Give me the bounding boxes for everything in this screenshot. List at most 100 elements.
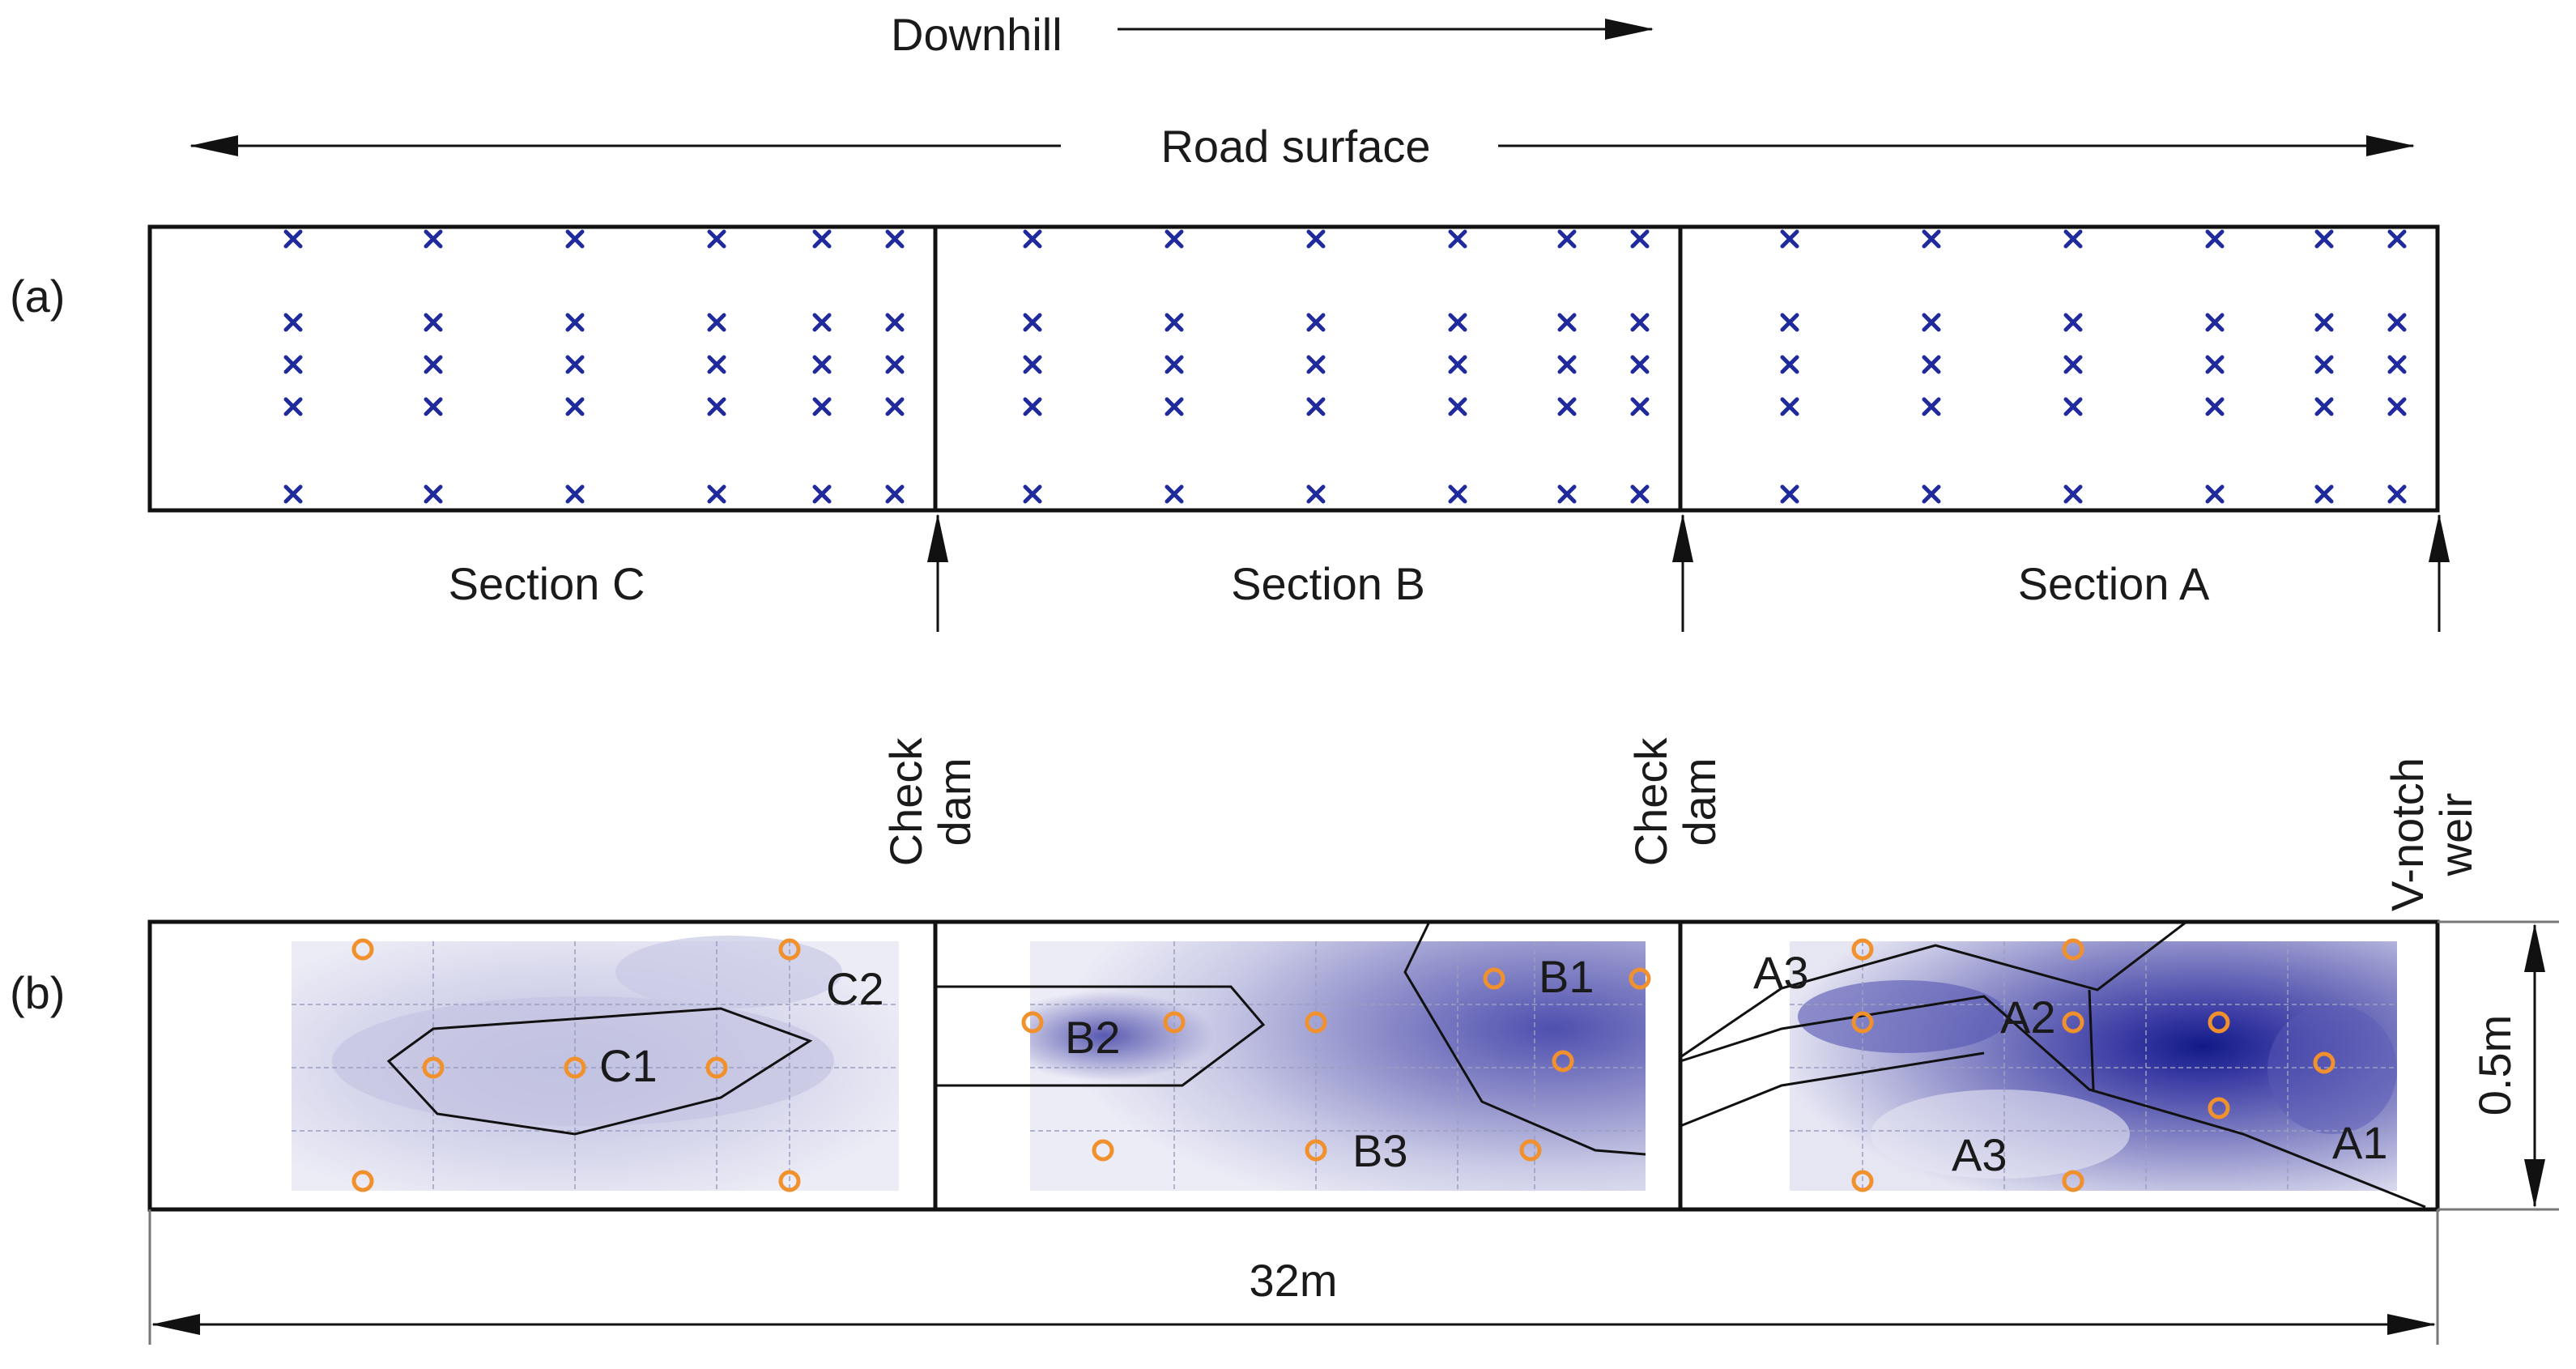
measurement-point xyxy=(1306,397,1326,416)
measurement-point xyxy=(1165,484,1184,504)
measurement-point xyxy=(1165,313,1184,332)
measurement-point xyxy=(707,484,726,504)
sensor-point xyxy=(2208,1011,2230,1034)
measurement-point xyxy=(812,355,832,374)
measurement-point xyxy=(812,484,832,504)
measurement-point xyxy=(1557,484,1577,504)
panel-b-label: (b) xyxy=(10,967,65,1018)
sensor-point xyxy=(778,1170,801,1192)
zone-label-c2: C2 xyxy=(826,963,884,1014)
sensor-point xyxy=(2062,1011,2084,1034)
measurement-point xyxy=(2314,484,2334,504)
measurement-point xyxy=(565,229,585,249)
sensor-point xyxy=(1519,1139,1542,1162)
measurement-point xyxy=(2314,229,2334,249)
measurement-point xyxy=(2387,355,2407,374)
section-b-label: Section B xyxy=(1231,558,1425,609)
measurement-point xyxy=(1630,355,1650,374)
measurement-point xyxy=(565,313,585,332)
measurement-point xyxy=(1023,313,1042,332)
measurement-point xyxy=(1165,397,1184,416)
measurement-point xyxy=(1023,229,1042,249)
measurement-point xyxy=(1306,229,1326,249)
measurement-point xyxy=(2387,484,2407,504)
measurement-point xyxy=(1630,229,1650,249)
measurement-point xyxy=(2063,397,2083,416)
measurement-point xyxy=(1306,313,1326,332)
sensor-point xyxy=(2062,1170,2084,1192)
measurement-point xyxy=(1630,484,1650,504)
measurement-point xyxy=(2387,229,2407,249)
svg-text:Check: Check xyxy=(1625,737,1676,867)
svg-text:0.5m: 0.5m xyxy=(2469,1015,2520,1116)
measurement-point xyxy=(424,313,443,332)
measurement-point xyxy=(283,313,303,332)
sensor-point xyxy=(778,938,801,961)
measurement-point xyxy=(885,313,905,332)
measurement-point xyxy=(1630,397,1650,416)
check-dam-1-label: Check dam xyxy=(880,737,980,867)
sensor-point xyxy=(422,1056,445,1079)
measurement-point xyxy=(1165,229,1184,249)
svg-text:weir: weir xyxy=(2430,793,2481,877)
measurement-point xyxy=(2063,355,2083,374)
measurement-point xyxy=(283,397,303,416)
sensor-point xyxy=(1021,1011,1044,1034)
measurement-point xyxy=(1780,484,1799,504)
measurement-point xyxy=(1557,397,1577,416)
measurement-point xyxy=(565,397,585,416)
measurement-point xyxy=(707,313,726,332)
svg-text:dam: dam xyxy=(929,758,980,847)
measurement-point xyxy=(885,355,905,374)
sensor-point xyxy=(2062,938,2084,961)
measurement-point xyxy=(1448,355,1467,374)
measurement-point xyxy=(707,355,726,374)
measurement-point xyxy=(2205,313,2225,332)
contour-map-c xyxy=(292,936,899,1191)
measurement-point xyxy=(1922,229,1941,249)
measurement-points xyxy=(283,229,2407,504)
measurement-point xyxy=(1023,397,1042,416)
sensor-point xyxy=(351,1170,374,1192)
measurement-point xyxy=(424,484,443,504)
width-label: 0.5m xyxy=(2469,1015,2520,1116)
measurement-point xyxy=(2387,397,2407,416)
panel-b-frame xyxy=(147,919,2440,1212)
zone-label-a1: A1 xyxy=(2332,1117,2388,1168)
weir-label: V-notch weir xyxy=(2382,757,2481,911)
measurement-point xyxy=(1922,397,1941,416)
measurement-point xyxy=(1306,484,1326,504)
sensor-point xyxy=(2208,1097,2230,1120)
measurement-point xyxy=(565,484,585,504)
measurement-point xyxy=(2063,313,2083,332)
zone-label-a3-bottom: A3 xyxy=(1952,1129,2008,1180)
measurement-point xyxy=(1448,397,1467,416)
measurement-point xyxy=(885,229,905,249)
measurement-point xyxy=(707,229,726,249)
measurement-point xyxy=(424,355,443,374)
svg-text:V-notch: V-notch xyxy=(2382,757,2433,911)
measurement-point xyxy=(424,397,443,416)
zone-label-b1: B1 xyxy=(1539,951,1595,1002)
measurement-point xyxy=(1630,313,1650,332)
sensor-point xyxy=(564,1056,586,1079)
measurement-point xyxy=(885,484,905,504)
zone-label-b3: B3 xyxy=(1352,1125,1408,1176)
zone-label-a2: A2 xyxy=(2000,992,2056,1043)
measurement-point xyxy=(2314,313,2334,332)
contour-map-a xyxy=(1680,920,2426,1209)
measurement-point xyxy=(1922,313,1941,332)
measurement-point xyxy=(2063,229,2083,249)
downhill-label: Downhill xyxy=(891,9,1062,60)
sensor-point xyxy=(1629,967,1651,990)
contour-map-b xyxy=(935,921,1646,1191)
measurement-point xyxy=(812,313,832,332)
sensor-point xyxy=(1483,967,1505,990)
sensor-point xyxy=(1092,1139,1114,1162)
measurement-point xyxy=(885,397,905,416)
measurement-point xyxy=(812,397,832,416)
measurement-point xyxy=(1922,484,1941,504)
section-a-label: Section A xyxy=(2018,558,2210,609)
panel-a-label: (a) xyxy=(10,271,65,322)
